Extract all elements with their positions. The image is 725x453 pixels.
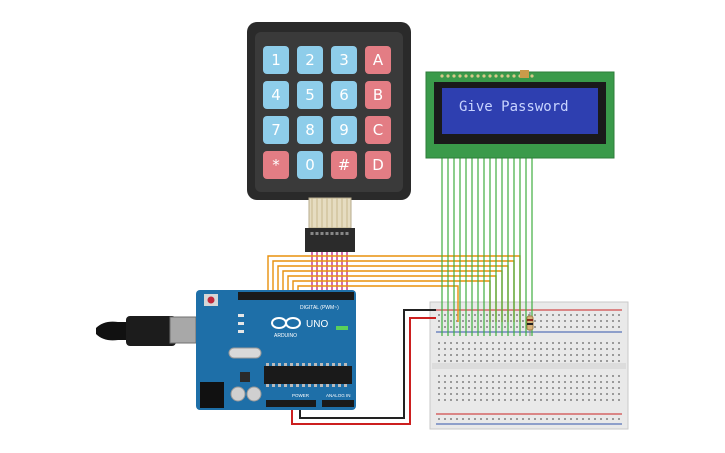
arduino-logo xyxy=(271,317,301,329)
digital-header xyxy=(238,292,354,300)
uno-label: UNO xyxy=(306,319,328,330)
keypad-key-2-0: 7 xyxy=(263,116,289,144)
arduino-label: ARDUINO xyxy=(274,333,297,339)
keypad-key-1-3: B xyxy=(365,81,391,109)
keypad-key-label: 1 xyxy=(271,51,281,69)
ribbon-stripes xyxy=(311,198,348,228)
keypad-key-3-1: 0 xyxy=(297,151,323,179)
keypad-key-label: 6 xyxy=(339,86,349,104)
keypad-key-0-0: 1 xyxy=(263,46,289,74)
keypad-key-0-1: 2 xyxy=(297,46,323,74)
keypad-key-1-1: 5 xyxy=(297,81,323,109)
keypad-4x4: 1 2 3 A 4 5 6 B 7 8 9 C * 0 # D xyxy=(247,22,411,252)
keypad-key-0-2: 3 xyxy=(331,46,357,74)
lcd-16x2: Give Password xyxy=(425,70,615,159)
usb-plug-tip xyxy=(96,321,128,341)
keypad-key-label: # xyxy=(338,156,351,174)
capacitor-1 xyxy=(230,386,246,402)
lcd-screen xyxy=(442,88,598,134)
digital-label: DIGITAL (PWM~) xyxy=(300,305,339,311)
keypad-keys: 1 2 3 A 4 5 6 B 7 8 9 C * 0 # D xyxy=(263,46,391,179)
keypad-to-arduino-wires xyxy=(311,252,348,294)
keypad-ribbon-cable xyxy=(308,197,352,229)
keypad-key-label: 7 xyxy=(271,121,281,139)
lcd-potentiometer xyxy=(520,70,529,78)
keypad-key-label: 5 xyxy=(305,86,315,104)
breadboard-center-channel xyxy=(432,363,626,369)
atmega-chip xyxy=(264,366,352,384)
black-ground-wire xyxy=(299,309,436,419)
keypad-key-label: 4 xyxy=(271,86,281,104)
keypad-key-3-0: * xyxy=(263,151,289,179)
header-pins xyxy=(310,232,349,235)
analog-label: ANALOG IN xyxy=(326,393,351,398)
keypad-key-2-3: C xyxy=(365,116,391,144)
keypad-key-label: A xyxy=(373,51,384,69)
crystal-oscillator xyxy=(228,347,262,359)
keypad-key-1-0: 4 xyxy=(263,81,289,109)
keypad-key-1-2: 6 xyxy=(331,81,357,109)
resistor xyxy=(526,312,534,336)
breadboard-holes xyxy=(438,314,620,420)
power-label: POWER xyxy=(292,393,310,398)
keypad-key-2-1: 8 xyxy=(297,116,323,144)
keypad-key-label: * xyxy=(272,156,280,174)
keypad-key-label: C xyxy=(373,121,383,139)
keypad-key-label: B xyxy=(373,86,383,104)
lcd-to-breadboard-wires xyxy=(441,158,533,336)
voltage-regulator xyxy=(240,372,250,382)
keypad-key-3-2: # xyxy=(331,151,357,179)
chip-pins xyxy=(266,363,347,387)
keypad-key-label: D xyxy=(372,156,384,174)
reset-button-cap xyxy=(207,296,215,304)
keypad-key-0-3: A xyxy=(365,46,391,74)
analog-header xyxy=(322,400,354,407)
capacitor-2 xyxy=(246,386,262,402)
keypad-key-label: 2 xyxy=(305,51,315,69)
power-wires xyxy=(291,309,436,425)
keypad-key-3-3: D xyxy=(365,151,391,179)
usb-port xyxy=(169,316,197,344)
power-jack xyxy=(200,382,224,408)
usb-cable-plug xyxy=(126,316,176,346)
red-power-wire xyxy=(291,317,436,425)
keypad-key-label: 3 xyxy=(339,51,349,69)
keypad-key-label: 8 xyxy=(305,121,315,139)
arduino-uno: DIGITAL (PWM~) UNO ARDUINO POWER ANALOG … xyxy=(96,290,356,410)
on-led xyxy=(336,326,348,330)
keypad-key-2-2: 9 xyxy=(331,116,357,144)
keypad-header-connector xyxy=(305,228,355,252)
keypad-key-label: 9 xyxy=(339,121,349,139)
keypad-key-label: 0 xyxy=(305,156,315,174)
lcd-text: Give Password xyxy=(459,99,569,115)
power-header xyxy=(266,400,316,407)
